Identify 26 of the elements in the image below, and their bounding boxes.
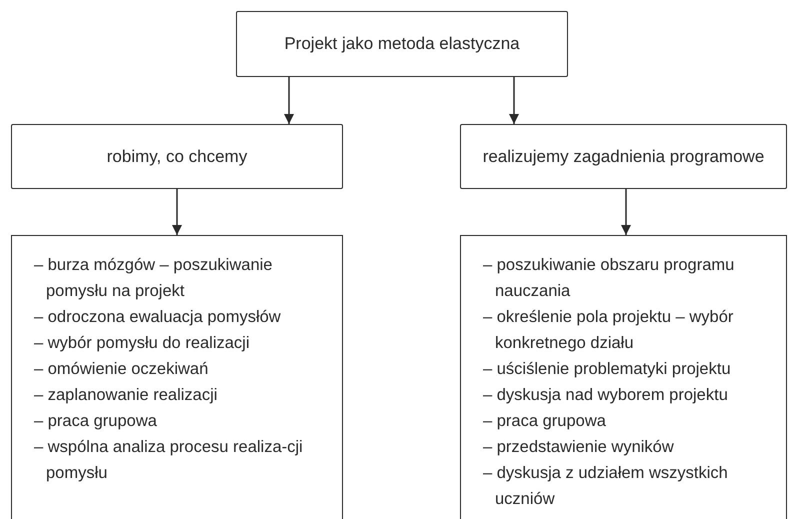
list-item: – praca grupowa <box>483 411 607 432</box>
list-item: – określenie pola projektu – wybór konkretnego działu <box>483 307 734 354</box>
arrow <box>284 77 294 124</box>
list-item: – zaplanowanie realizacji <box>34 385 218 406</box>
list-item: – odroczona ewaluacja pomysłów <box>34 307 282 328</box>
list-item: – przedstawienie wyników <box>483 437 675 458</box>
arrow <box>172 189 182 235</box>
list-item: – poszukiwanie obszaru programu nauczania <box>483 255 736 302</box>
list-item: – wybór pomysłu do realizacji <box>34 333 251 354</box>
box-label: realizujemy zagadnienia programowe <box>482 146 764 168</box>
process-box <box>11 235 343 519</box>
arrow <box>509 77 519 124</box>
box-label: Projekt jako metoda elastyczna <box>284 33 520 55</box>
list-item: – dyskusja z udziałem wszystkich uczniów <box>483 463 729 510</box>
list-item: – burza mózgów – poszukiwanie pomysłu na projekt <box>34 255 274 302</box>
list-item: – omówienie oczekiwań <box>34 359 210 380</box>
arrow <box>621 189 631 235</box>
list-item: – wspólna analiza procesu realiza-cji pomysłu <box>34 437 304 484</box>
list-item: – dyskusja nad wyborem projektu <box>483 385 729 406</box>
process-box <box>460 124 787 189</box>
box-label: robimy, co chcemy <box>106 146 248 168</box>
process-box <box>460 235 787 519</box>
list-item: – praca grupowa <box>34 411 158 432</box>
list-item: – uściślenie problematyki projektu <box>483 359 732 380</box>
process-box <box>236 11 568 77</box>
process-box <box>11 124 343 189</box>
